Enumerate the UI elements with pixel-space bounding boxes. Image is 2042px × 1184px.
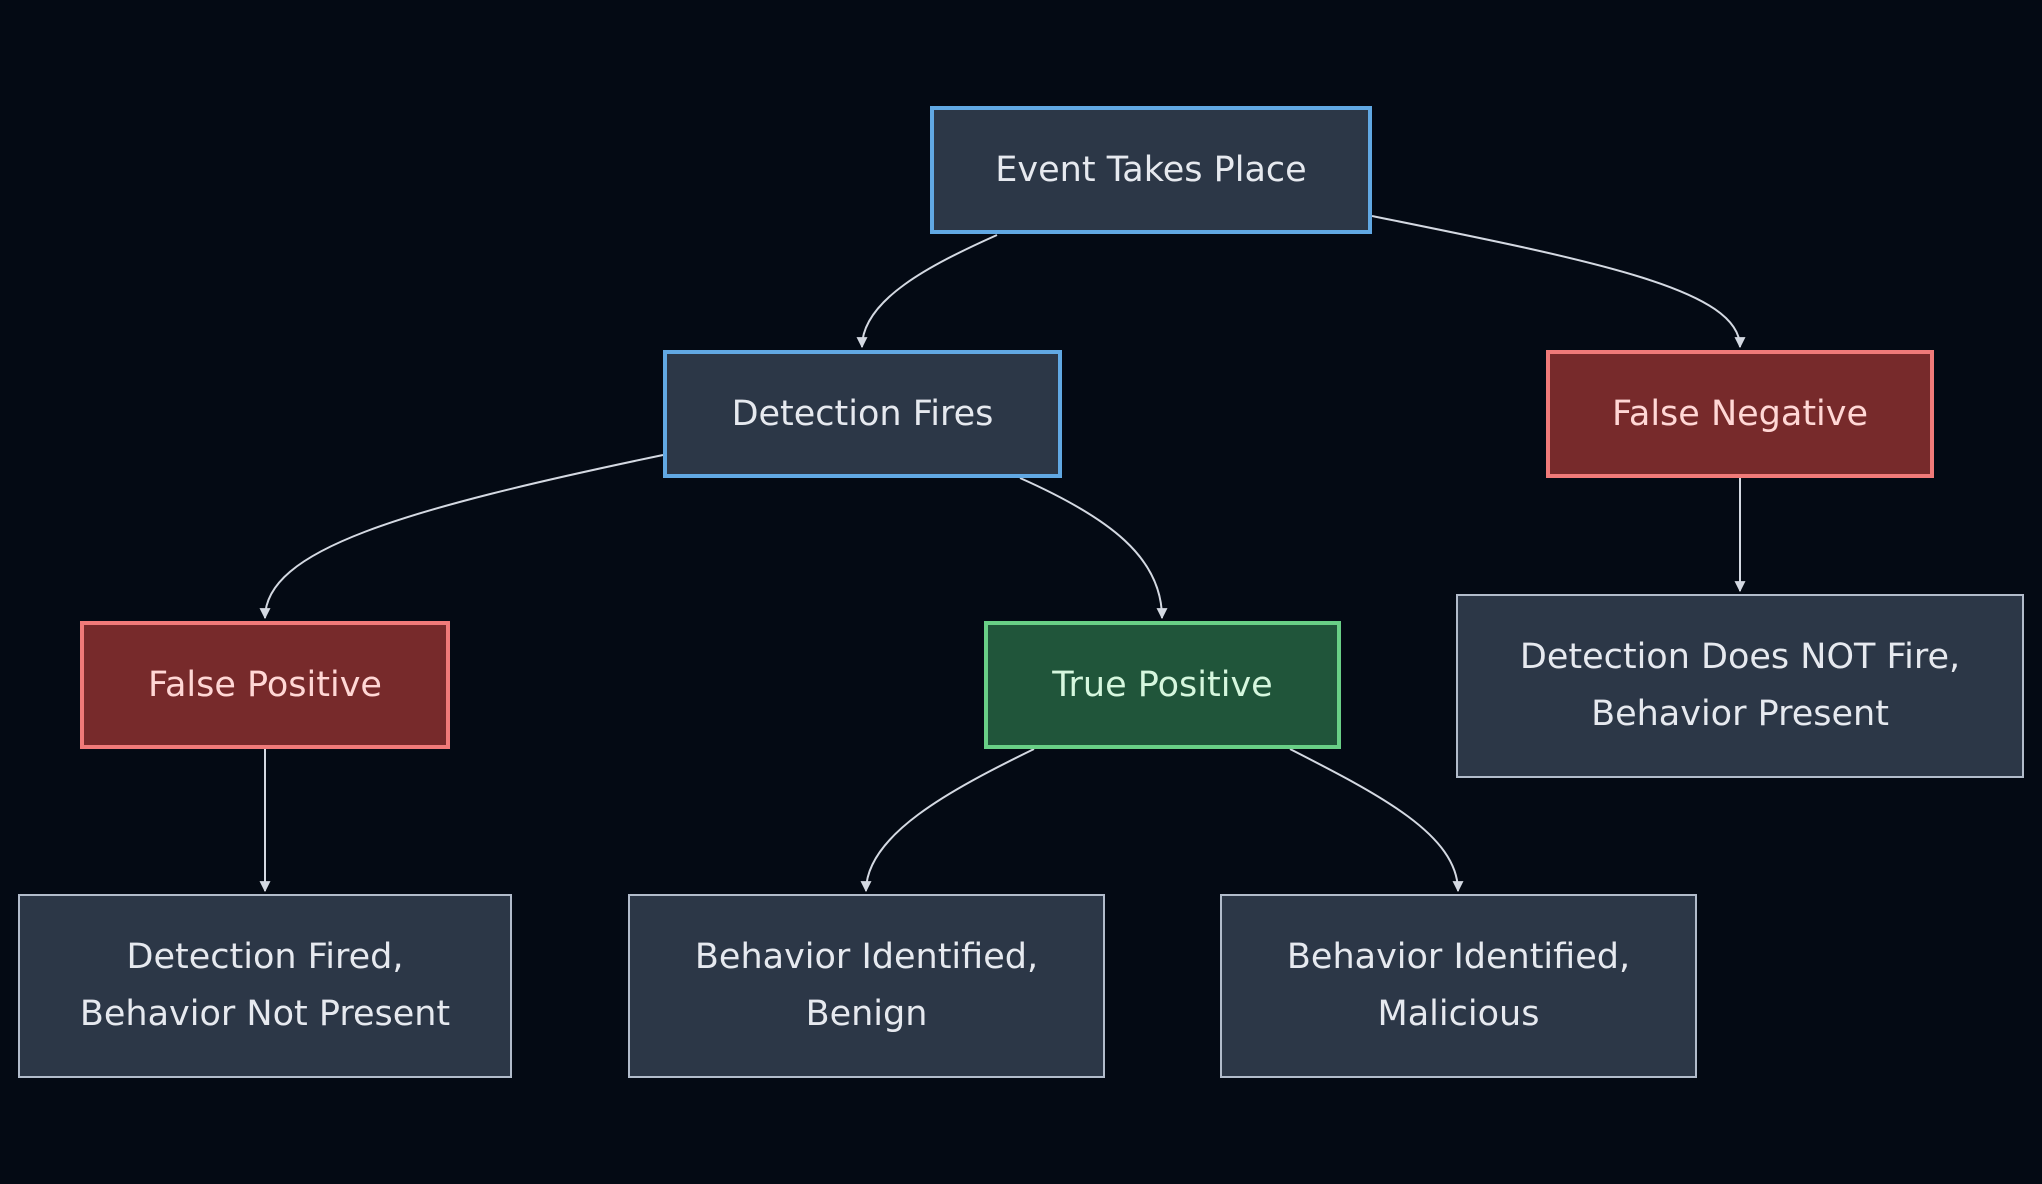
edge-event-to-false-negative [1371,215,1746,349]
node-label-line: False Negative [1611,393,1869,434]
node-label-line: Event Takes Place [995,149,1307,190]
node-label-line: Malicious [1377,994,1540,1034]
node-label-line: True Positive [1052,664,1273,705]
node-false-negative-description: Detection Does NOT Fire, Behavior Presen… [1456,594,2024,778]
node-detection-fires: Detection Fires [663,350,1062,478]
edge-detect-to-true-positive [1019,477,1168,620]
edge-true-positive-to-malicious [1289,748,1464,893]
node-event-takes-place: Event Takes Place [930,106,1372,234]
node-label-line: Detection Fired, [126,937,404,977]
node-label-line: Behavior Identified, [694,937,1039,977]
node-false-negative: False Negative [1546,350,1934,478]
node-label-line: Behavior Not Present [79,994,451,1034]
node-behavior-benign: Behavior Identified, Benign [628,894,1105,1078]
node-false-positive: False Positive [80,621,450,749]
node-label: False Negative [1612,386,1868,443]
node-label-line: Behavior Identified, [1286,937,1631,977]
node-label: Behavior Identified, Benign [695,929,1038,1043]
node-label: True Positive [1052,657,1272,714]
node-label-line: False Positive [148,664,382,705]
node-true-positive: True Positive [984,621,1341,749]
node-label-line: Detection Fires [731,393,994,434]
node-label-line: Detection Does NOT Fire, [1519,637,1961,677]
node-behavior-malicious: Behavior Identified, Malicious [1220,894,1697,1078]
node-label-line: Behavior Present [1591,694,1889,734]
node-label: Detection Fired, Behavior Not Present [80,929,450,1043]
edge-event-to-detect [856,234,998,349]
node-label-line: Benign [805,994,928,1034]
node-label: Detection Does NOT Fire, Behavior Presen… [1520,629,1960,743]
node-label: Event Takes Place [995,142,1306,199]
node-label: Behavior Identified, Malicious [1287,929,1630,1043]
edge-true-positive-to-benign [860,748,1035,893]
node-label: Detection Fires [732,386,994,443]
node-false-positive-description: Detection Fired, Behavior Not Present [18,894,512,1078]
edge-detect-to-false-positive [259,454,664,620]
node-label: False Positive [148,657,382,714]
